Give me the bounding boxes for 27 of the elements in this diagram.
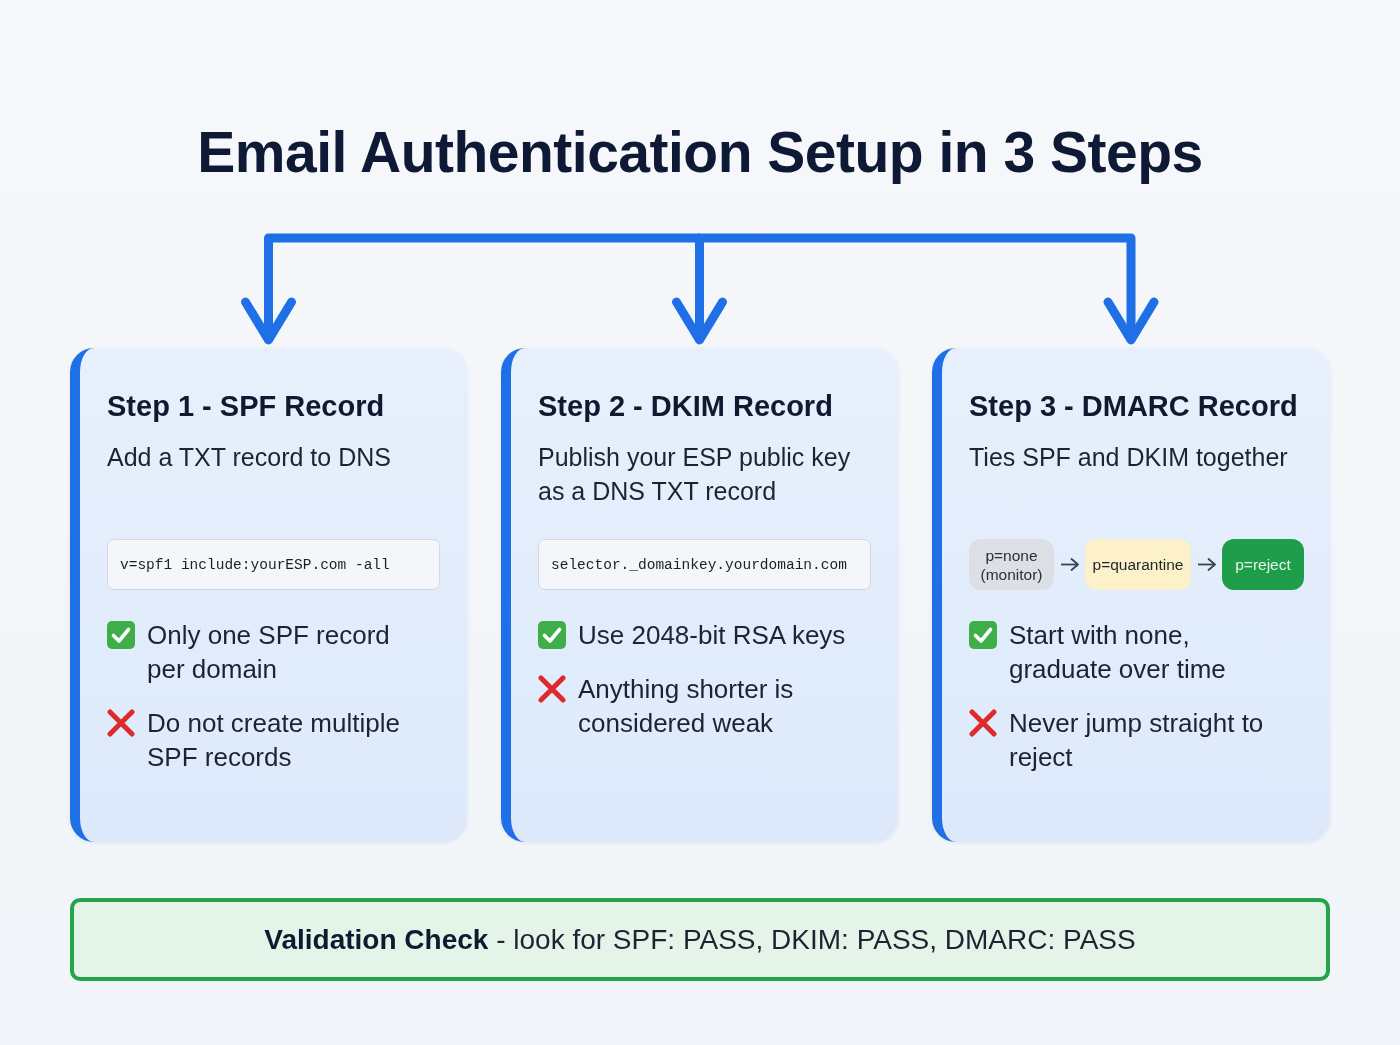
policy-tag: p=none (monitor) — [969, 539, 1054, 590]
checklist-text: Start with none, graduate over time — [1009, 619, 1227, 686]
code-snippet: v=spf1 include:yourESP.com -all — [107, 539, 440, 590]
checklist-text: Do not create multiple SPF records — [147, 707, 401, 774]
arrow — [700, 233, 1159, 345]
card-heading: Step 3 - DMARC Record — [969, 389, 1298, 423]
step-card — [932, 348, 1330, 842]
code-snippet: selector._domainkey.yourdomain.com — [538, 539, 871, 590]
card-description: Add a TXT record to DNS — [107, 442, 391, 473]
arrow — [672, 233, 727, 345]
step-card — [70, 348, 467, 842]
checklist-text: Use 2048-bit RSA keys — [578, 619, 846, 652]
checklist-text: Only one SPF record per domain — [147, 619, 391, 686]
card-heading: Step 1 - SPF Record — [107, 389, 385, 423]
policy-tag: p=quarantine — [1085, 539, 1191, 590]
checklist-text: Anything shorter is considered weak — [578, 673, 795, 740]
policy-tag: p=reject — [1222, 539, 1304, 590]
card-heading: Step 2 - DKIM Record — [538, 389, 833, 423]
card-description: Ties SPF and DKIM together — [969, 442, 1288, 473]
checklist-text: Never jump straight to reject — [1009, 707, 1265, 774]
title: Email Authentication Setup in 3 Steps — [197, 119, 1203, 186]
arrow — [1197, 558, 1216, 571]
arrow — [1060, 558, 1079, 571]
arrow — [241, 233, 700, 345]
card-description: Publish your ESP public key as a DNS TXT record — [538, 442, 852, 507]
step-card — [501, 348, 898, 842]
validation-banner: Validation Check - look for SPF: PASS, DKIM: PASS, DMARC: PASS — [70, 898, 1330, 981]
